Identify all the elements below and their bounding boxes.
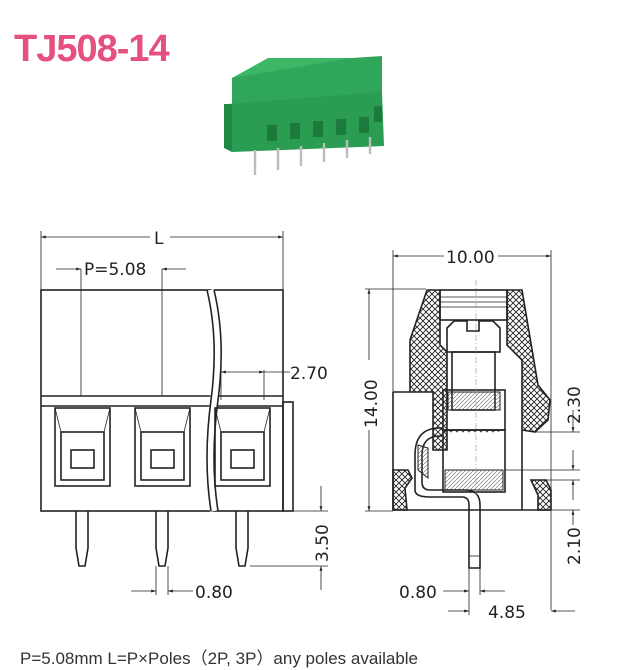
dim-height: 14.00 [362,379,382,428]
dim-a: 2.30 [565,386,585,424]
side-view: 10.00 14.00 [362,248,585,623]
dim-pin-length: 3.50 [313,524,333,562]
clamp-openings [54,407,271,487]
dim-b: 2.10 [565,527,585,565]
dim-width: 10.00 [446,248,495,268]
pins [75,511,249,567]
front-view: L P=5.08 2.70 [40,229,333,603]
product-title: TJ508-14 [14,28,170,70]
dim-offset: 2.70 [290,364,328,384]
product-photo [224,56,384,175]
dim-length: L [154,229,164,249]
dim-pitch: P=5.08 [84,260,146,280]
side-dim-pin-width: 0.80 [399,583,437,603]
dim-pin-offset: 4.85 [488,603,526,623]
footer-note: P=5.08mm L=P×Poles（2P, 3P）any poles avai… [20,649,419,668]
dim-pin-width: 0.80 [195,583,233,603]
